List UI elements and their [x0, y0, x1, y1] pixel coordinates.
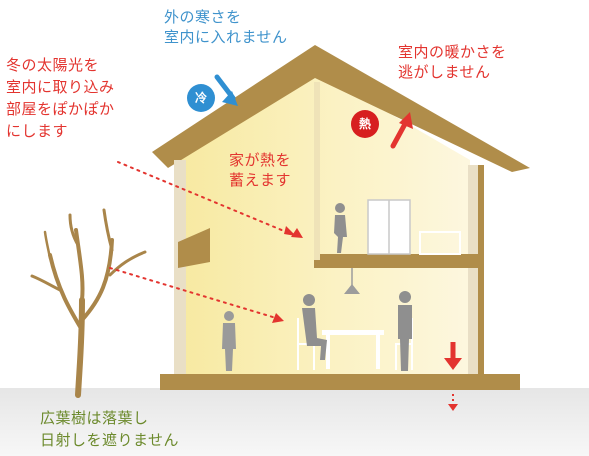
second-floor-slab — [314, 254, 480, 268]
heat-arrow — [390, 112, 413, 149]
person-standing-right — [398, 291, 412, 371]
sun-ray-lower — [109, 267, 284, 323]
house-interior — [175, 70, 470, 380]
person-upstairs — [334, 203, 347, 253]
door — [367, 199, 411, 255]
sun-ray-upper — [117, 161, 303, 238]
dining-table — [322, 330, 384, 369]
desk — [419, 231, 461, 255]
person-standing-left — [222, 311, 236, 371]
ground — [0, 388, 589, 456]
heat-badge-icon: 熱 — [351, 110, 379, 138]
winter-sun-label: 冬の太陽光を 室内に取り込み 部屋をぽかぽか にします — [6, 56, 115, 140]
right-wall-line — [478, 165, 484, 380]
person-seated — [302, 294, 327, 360]
left-wall — [174, 160, 186, 380]
roof — [152, 45, 530, 172]
indoor-warmth-label: 室内の暖かさを 逃がしません — [398, 43, 507, 81]
floor-heat-arrow — [444, 342, 462, 411]
ground-floor-slab — [160, 374, 520, 390]
pendant-lamp — [344, 268, 360, 294]
awning — [178, 228, 210, 268]
deciduous-tree — [30, 208, 147, 398]
cold-badge-icon: 冷 — [187, 84, 215, 112]
cold-arrow — [214, 74, 238, 106]
deciduous-tree-label: 広葉樹は落葉し 日射しを遮りません — [40, 409, 180, 449]
upper-room-divider — [314, 82, 320, 260]
outside-cold-label: 外の寒さを 室内に入れません — [164, 8, 288, 46]
house-heat-label: 家が熱を 蓄えます — [229, 151, 292, 189]
